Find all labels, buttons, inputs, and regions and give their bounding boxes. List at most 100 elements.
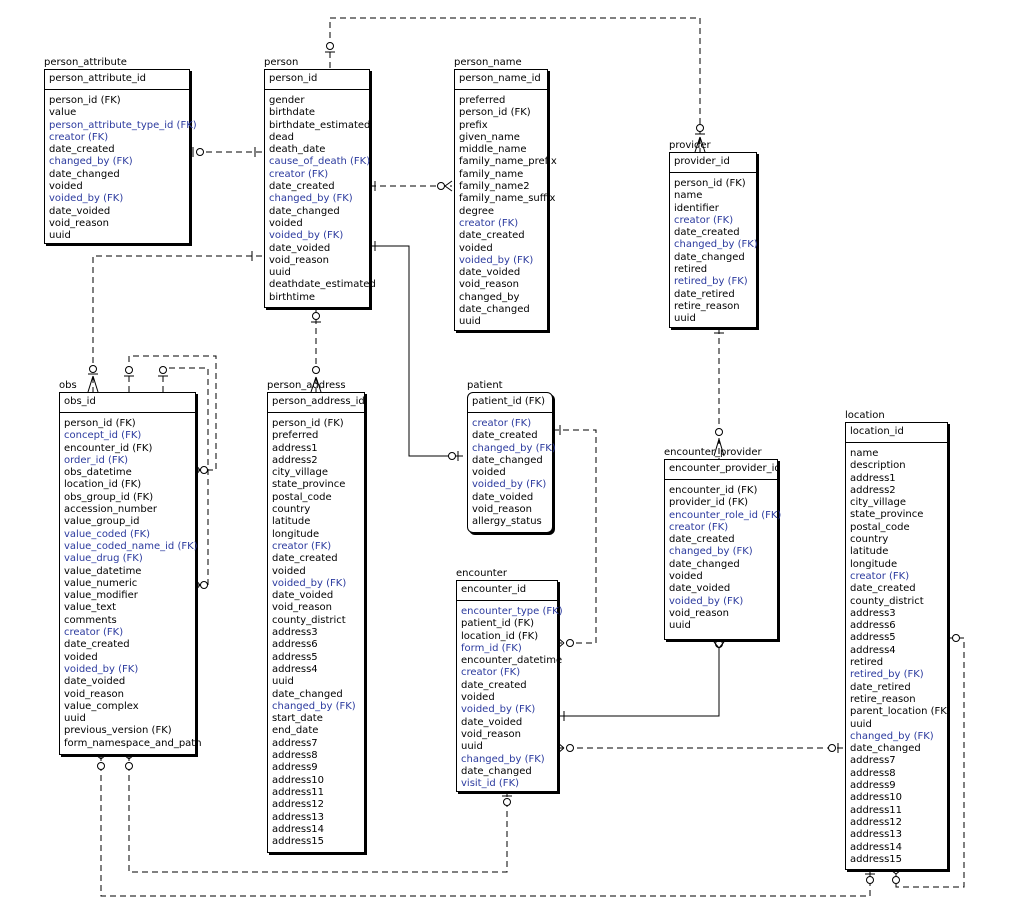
attribute: date_created [269, 181, 335, 193]
attribute: address8 [850, 767, 896, 779]
attribute: date_created [459, 230, 525, 242]
attribute: death_date [269, 144, 326, 156]
attribute: address13 [850, 829, 903, 841]
attribute: voided [272, 565, 306, 577]
attribute: date_changed [669, 558, 740, 570]
attribute: person_attribute_type_id (FK) [49, 119, 197, 131]
attribute: voided_by (FK) [459, 254, 534, 266]
entity-name: obs [59, 380, 77, 391]
attribute: country [272, 504, 311, 516]
attribute: obs_datetime [64, 467, 132, 479]
attribute: creator (FK) [269, 168, 329, 180]
attribute: uuid [49, 230, 71, 242]
attribute: uuid [459, 316, 481, 328]
attribute: address13 [272, 811, 325, 823]
rel-patient-encounter [553, 429, 597, 644]
attribute: date_created [669, 534, 735, 546]
attribute: value_coded_name_id (FK) [64, 540, 198, 552]
attribute: creator (FK) [461, 667, 521, 679]
attribute: longitude [850, 558, 898, 570]
attribute: encounter_id (FK) [64, 442, 153, 454]
attribute: changed_by (FK) [49, 156, 133, 168]
attribute: creator (FK) [850, 570, 910, 582]
attribute: address7 [850, 755, 896, 767]
attribute: changed_by (FK) [472, 442, 556, 454]
attribute: date_created [64, 639, 130, 651]
attribute: retired [850, 657, 884, 669]
attribute: uuid [669, 620, 691, 632]
attribute: voided [461, 692, 495, 704]
attribute: address10 [850, 792, 903, 804]
attribute: preferred [459, 95, 506, 106]
attribute: date_voided [459, 267, 521, 279]
attribute: address5 [850, 632, 896, 644]
attribute: prefix [459, 119, 488, 131]
attribute: changed_by (FK) [269, 193, 353, 205]
attribute: address6 [850, 620, 896, 632]
entity-name: person_name [454, 57, 522, 68]
attribute: voided_by (FK) [64, 663, 139, 675]
attribute: parent_location (FK) [850, 706, 951, 718]
attribute: patient_id (FK) [461, 618, 535, 630]
attribute: void_reason [459, 279, 519, 291]
attribute: encounter_id (FK) [669, 485, 758, 496]
attribute: voided_by (FK) [461, 704, 536, 716]
attribute: accession_number [64, 504, 157, 516]
attribute: form_namespace_and_path [64, 737, 202, 749]
attribute: county_district [850, 595, 924, 607]
attribute: date_changed [674, 251, 745, 263]
attribute: voided [64, 651, 98, 663]
attribute: given_name [459, 131, 520, 143]
attribute: name [850, 448, 879, 459]
attribute: obs_group_id (FK) [64, 491, 154, 503]
attribute: date_voided [272, 590, 334, 602]
attribute: creator (FK) [472, 418, 532, 429]
attribute: retired_by (FK) [850, 669, 924, 681]
attribute: date_changed [49, 168, 120, 180]
attribute: degree [459, 205, 495, 217]
attribute: person_id (FK) [272, 418, 344, 429]
attribute: address15 [272, 836, 325, 848]
attribute: date_voided [461, 716, 523, 728]
attribute: city_village [850, 497, 906, 509]
attribute: address5 [272, 651, 318, 663]
attribute: value_complex [64, 700, 139, 712]
attribute: date_voided [472, 491, 534, 503]
attribute: date_changed [461, 765, 532, 777]
attribute: date_created [850, 583, 916, 595]
attribute: address3 [272, 627, 318, 639]
attribute: value [49, 107, 77, 119]
primary-key: patient_id (FK) [468, 393, 552, 413]
attribute: value_datetime [64, 565, 142, 577]
attribute: voided [49, 181, 83, 193]
primary-key: obs_id [60, 393, 195, 413]
attribute-list: person_id (FK)concept_id (FK)encounter_i… [60, 413, 202, 750]
attribute: uuid [461, 741, 483, 753]
attribute: end_date [272, 725, 319, 737]
attribute: person_id (FK) [49, 95, 121, 106]
attribute: family_name [459, 168, 524, 180]
attribute: voided [472, 467, 506, 479]
attribute: county_district [272, 614, 346, 626]
attribute: date_changed [269, 205, 340, 217]
attribute: comments [64, 614, 117, 626]
attribute: void_reason [269, 254, 329, 266]
attribute: address9 [272, 762, 318, 774]
attribute: value_coded (FK) [64, 528, 151, 540]
attribute: family_name_suffix [459, 193, 556, 205]
attribute: voided [459, 242, 493, 254]
attribute: uuid [64, 713, 86, 725]
attribute: location_id (FK) [461, 630, 539, 642]
attribute: name [674, 190, 703, 202]
attribute: city_village [272, 467, 328, 479]
rel-person-obs [92, 255, 262, 392]
attribute: preferred [272, 430, 319, 442]
